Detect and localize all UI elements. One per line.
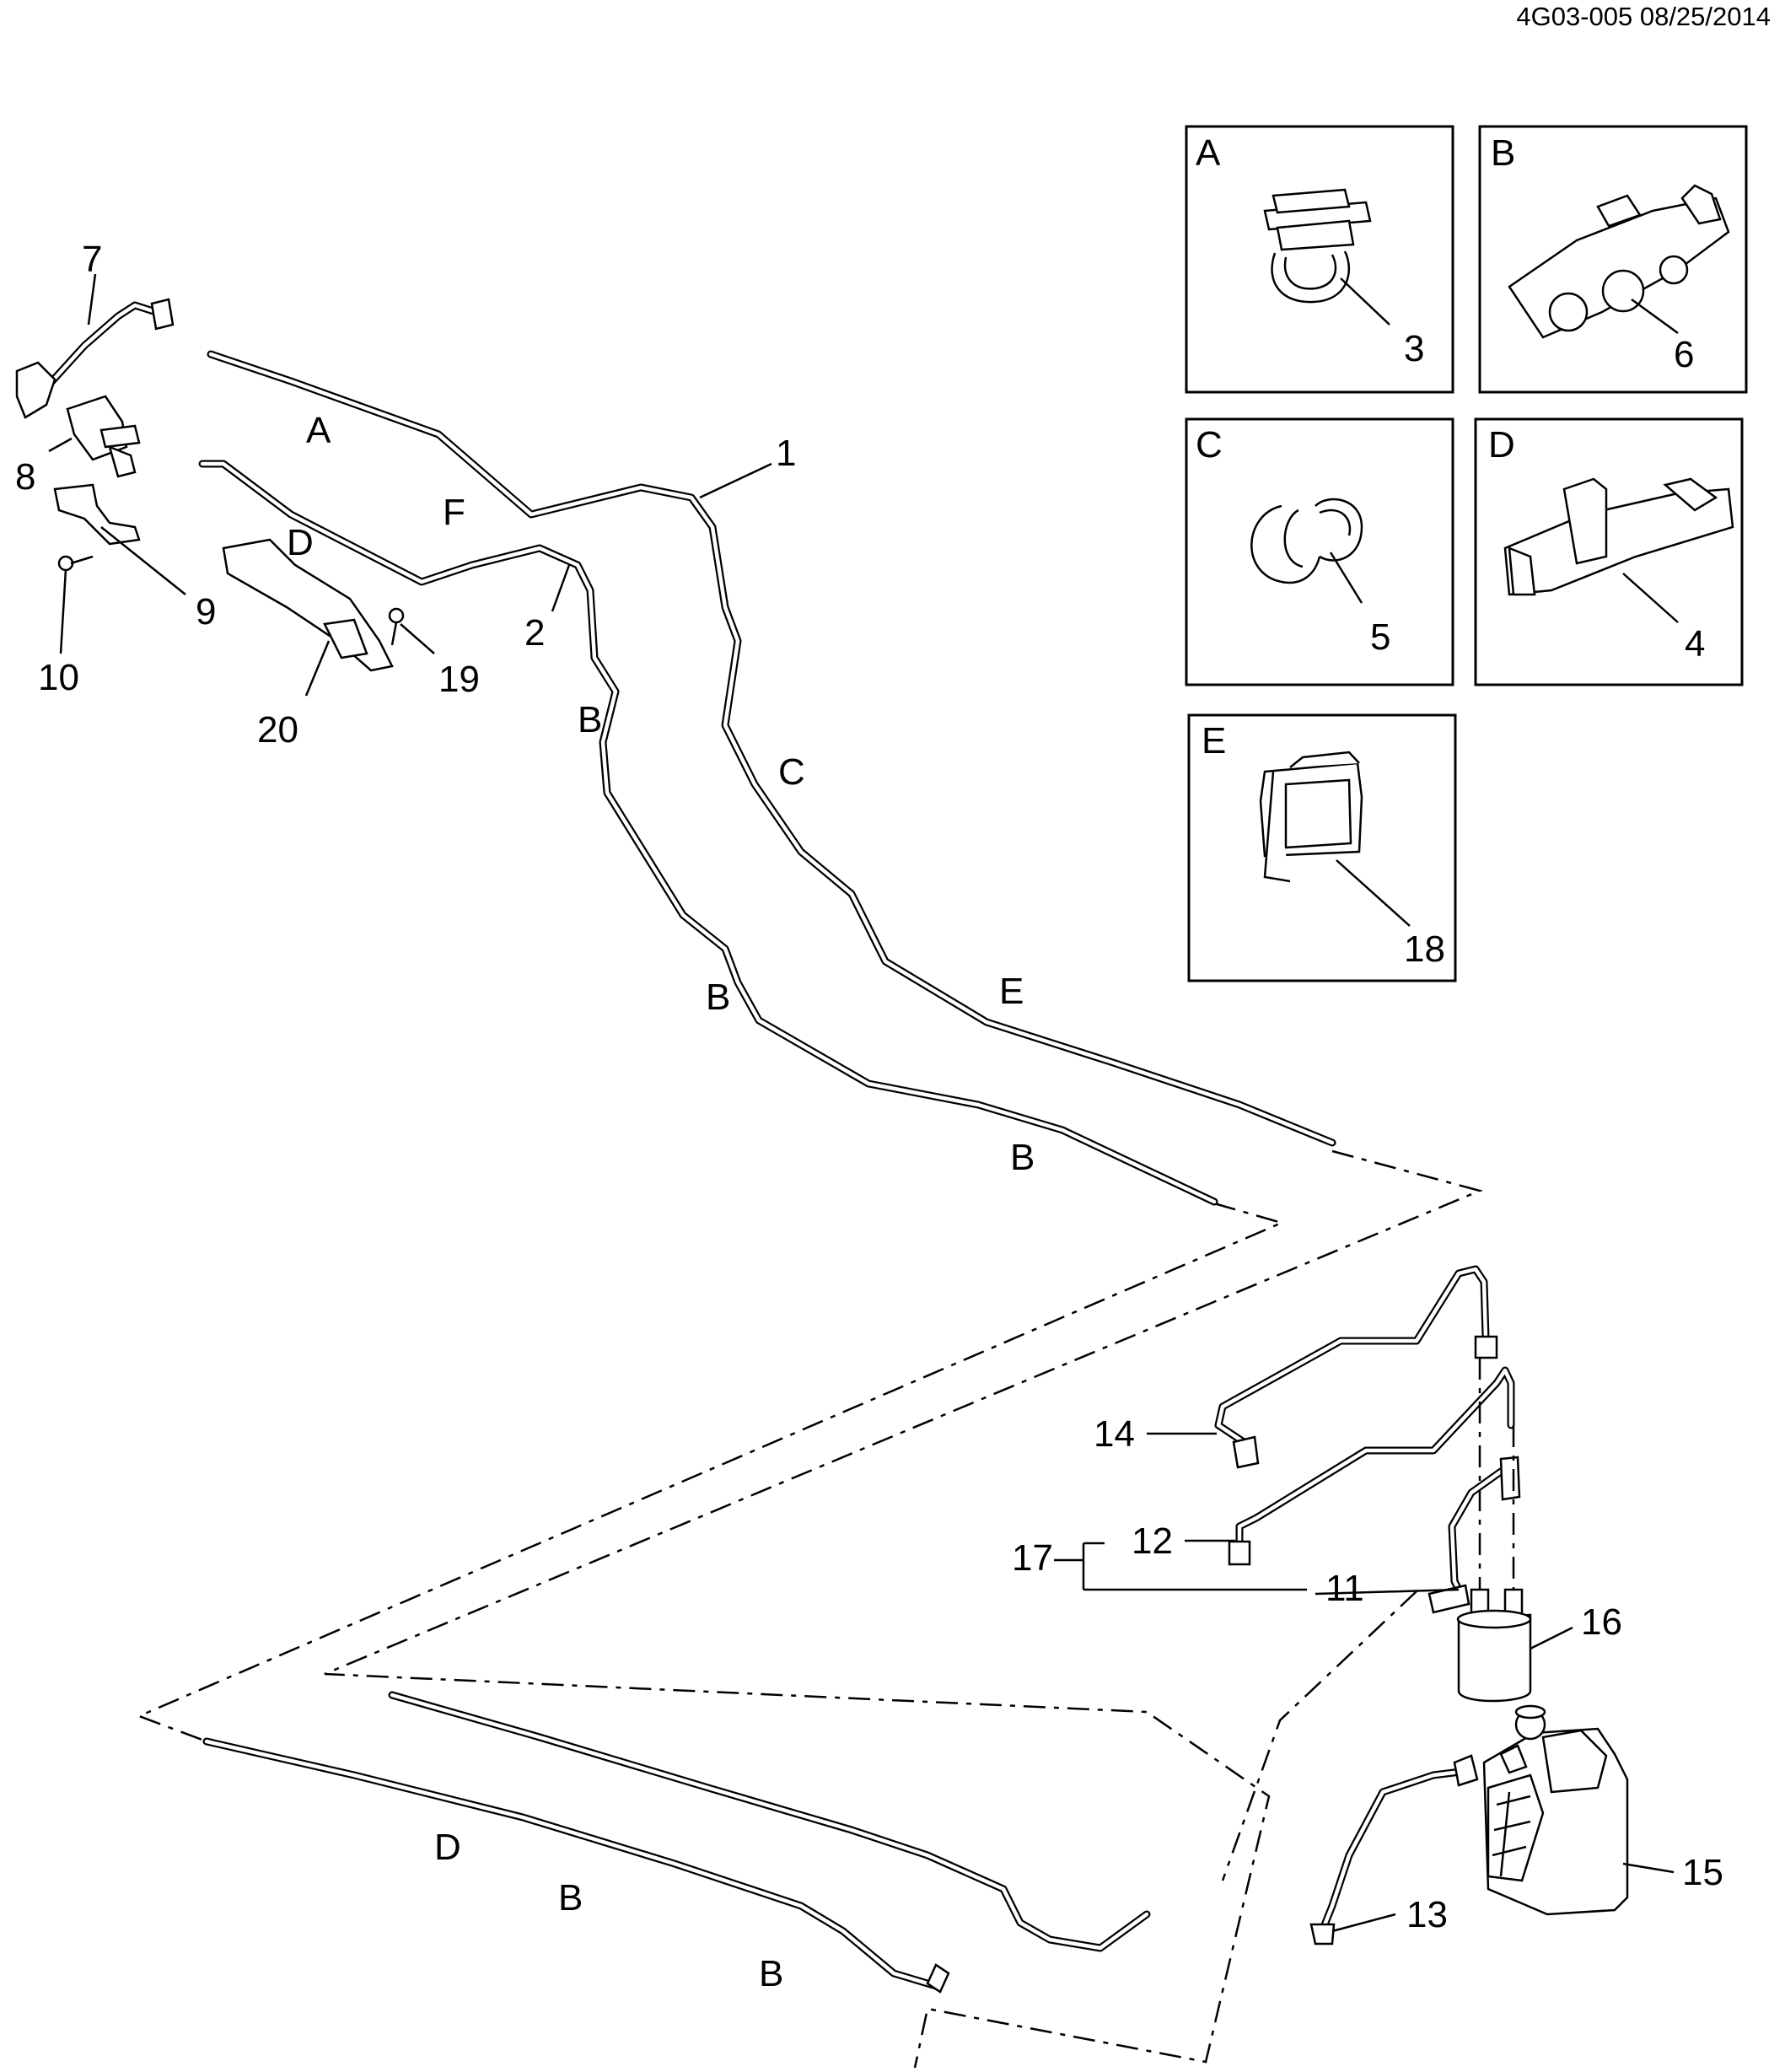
detail-view-e-letter: E bbox=[1202, 720, 1226, 762]
callout-8: 8 bbox=[15, 456, 35, 498]
detail-view-e: E 18 bbox=[1187, 713, 1457, 982]
clip-label-d: D bbox=[287, 522, 314, 563]
detail-view-b-letter: B bbox=[1491, 132, 1515, 174]
clip-label-e: E bbox=[999, 971, 1024, 1012]
detail-view-d: D 4 bbox=[1474, 417, 1744, 686]
callout-7: 7 bbox=[82, 239, 102, 280]
callout-13: 13 bbox=[1406, 1894, 1448, 1935]
clip-label-c: C bbox=[778, 751, 805, 793]
callout-19: 19 bbox=[438, 659, 480, 700]
callout-1: 1 bbox=[776, 433, 796, 474]
clip-e-icon bbox=[1259, 751, 1363, 883]
filter-16 bbox=[1456, 1358, 1532, 1703]
detail-view-c-letter: C bbox=[1196, 424, 1223, 466]
pipe-11 bbox=[1427, 1456, 1521, 1614]
pipe-12 bbox=[1228, 1366, 1515, 1566]
wiring-harness-7 bbox=[15, 298, 175, 419]
detail-view-a: A 3 bbox=[1185, 125, 1454, 394]
leader-lines bbox=[48, 273, 1675, 1933]
clip-c-icon bbox=[1250, 498, 1363, 584]
document-id: 4G03-005 08/25/2014 bbox=[1516, 2, 1771, 31]
clip-label-b: B bbox=[1010, 1137, 1035, 1178]
clip-label-b: B bbox=[578, 699, 602, 740]
callout-9: 9 bbox=[196, 591, 216, 632]
hidden-route-lines bbox=[136, 1149, 1483, 2069]
clip-a-icon bbox=[1263, 188, 1372, 304]
clip-label-f: F bbox=[443, 492, 465, 533]
detail-view-d-letter: D bbox=[1488, 424, 1515, 466]
pipe-14 bbox=[1214, 1265, 1498, 1469]
callout-3: 3 bbox=[1404, 328, 1424, 369]
screw-19 bbox=[388, 607, 405, 646]
clip-b-icon bbox=[1508, 184, 1730, 339]
callout-11: 11 bbox=[1325, 1568, 1364, 1609]
callout-12: 12 bbox=[1132, 1520, 1173, 1562]
detail-view-b: B 6 bbox=[1478, 125, 1748, 394]
clip-label-a: A bbox=[306, 410, 331, 451]
clip-label-b: B bbox=[759, 1953, 783, 1994]
purge-valve-8 bbox=[66, 395, 141, 478]
evap-canister-15 bbox=[1482, 1704, 1629, 1916]
callout-numbers: 7 8 9 10 20 19 2 1 14 12 17 11 16 15 13 bbox=[15, 239, 1723, 1935]
fuel-line-bracket-20 bbox=[222, 538, 394, 672]
bolt-10 bbox=[57, 555, 94, 572]
callout-15: 15 bbox=[1682, 1852, 1723, 1893]
clip-label-b: B bbox=[706, 977, 730, 1018]
pipe-2 bbox=[198, 460, 1218, 1206]
callout-6: 6 bbox=[1674, 334, 1694, 375]
callout-2: 2 bbox=[524, 612, 545, 654]
clip-d-icon bbox=[1503, 477, 1734, 596]
callout-20: 20 bbox=[257, 709, 298, 751]
pipe-1 bbox=[207, 350, 1336, 1147]
detail-view-c: C 5 bbox=[1185, 417, 1454, 686]
detail-view-a-letter: A bbox=[1196, 132, 1221, 174]
callout-4: 4 bbox=[1685, 623, 1705, 665]
lower-pipe-1 bbox=[202, 1737, 950, 1994]
callout-14: 14 bbox=[1094, 1413, 1135, 1455]
bracket-9 bbox=[53, 483, 141, 546]
clip-label-d: D bbox=[434, 1827, 461, 1868]
callout-18: 18 bbox=[1404, 928, 1445, 970]
clip-labels: A F D B C B E B D B B bbox=[287, 410, 1035, 1994]
clip-label-b: B bbox=[558, 1877, 583, 1919]
callout-5: 5 bbox=[1370, 616, 1390, 658]
callout-16: 16 bbox=[1581, 1601, 1622, 1643]
pipe-13 bbox=[1309, 1754, 1479, 1946]
lower-pipe-2 bbox=[388, 1691, 1151, 1952]
callout-10: 10 bbox=[38, 657, 79, 698]
callout-17: 17 bbox=[1012, 1537, 1053, 1579]
